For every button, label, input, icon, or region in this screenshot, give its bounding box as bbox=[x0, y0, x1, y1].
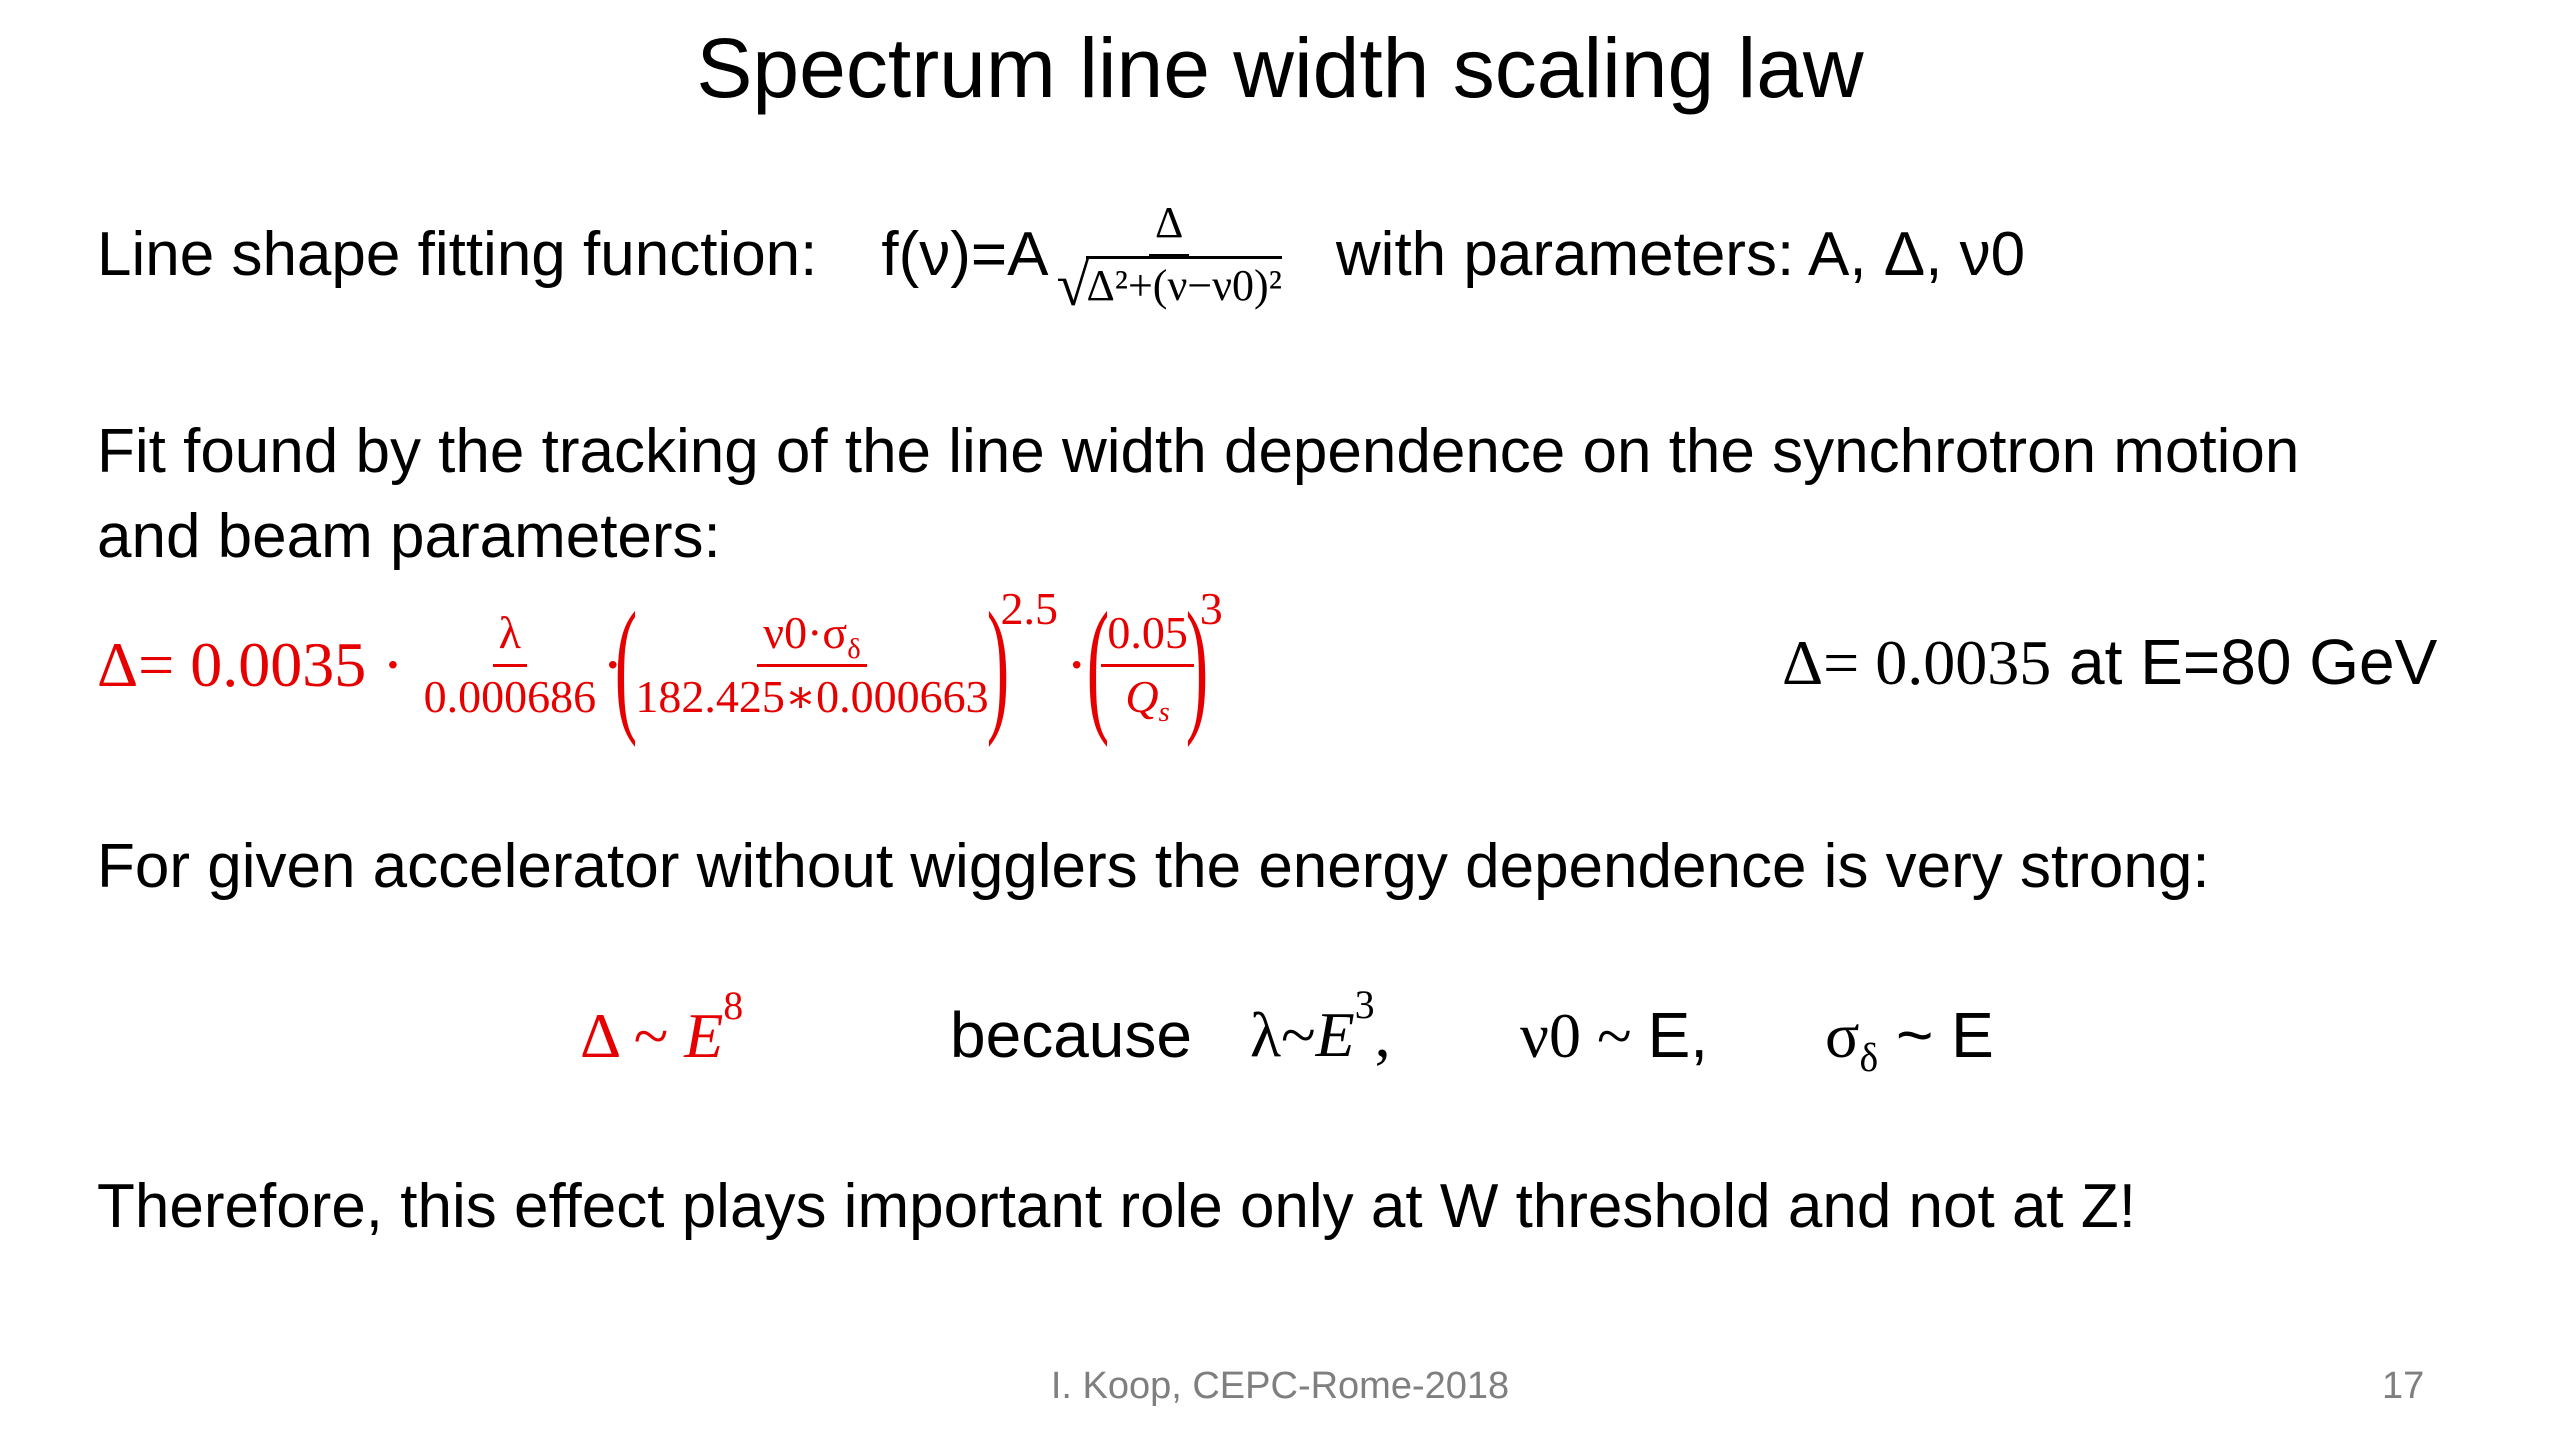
sigma-subscript-delta: δ bbox=[1859, 1035, 1879, 1080]
lambda-denominator: 0.000686 bbox=[423, 670, 597, 722]
synchrotron-denominator: 182.425∗0.000663 bbox=[635, 670, 989, 722]
sigma-symbol: σ bbox=[1825, 1000, 1860, 1071]
delta-scaling-text: Δ ~ bbox=[580, 1000, 685, 1071]
dot-operator: · bbox=[602, 629, 624, 700]
slide-footer: I. Koop, CEPC-Rome-2018 bbox=[1050, 1365, 1510, 1407]
reference-delta: Δ= 0.0035 bbox=[1782, 627, 2052, 698]
delta-scaling-exp: 8 bbox=[723, 984, 744, 1029]
slide-title: Spectrum line width scaling law bbox=[696, 21, 1864, 115]
fitting-parameters: with parameters: A, Δ, ν0 bbox=[1335, 219, 2026, 289]
open-paren: ( bbox=[615, 582, 638, 748]
paragraph-line-2: and beam parameters: bbox=[97, 502, 721, 571]
sqrt-symbol: √ bbox=[1056, 252, 1090, 319]
fitting-function-label: Line shape fitting function: bbox=[97, 219, 818, 289]
qs-subscript: s bbox=[1158, 697, 1170, 729]
fitting-function-lhs: f(ν)=A bbox=[881, 219, 1049, 289]
nu-scaling-text: ν0 ~ bbox=[1520, 1000, 1648, 1071]
fitting-function-fraction: Δ √ Δ²+(ν−ν0)² bbox=[1050, 199, 1287, 315]
dot-operator-2: · bbox=[1066, 629, 1088, 700]
because-word: because bbox=[950, 999, 1192, 1071]
nu-scaling-tail: E, bbox=[1647, 999, 1709, 1071]
energy-dependence-text: For given accelerator without wigglers t… bbox=[97, 832, 2210, 901]
open-paren-2: ( bbox=[1087, 582, 1110, 748]
delta-scaling: Δ ~ E8 bbox=[580, 984, 743, 1071]
close-paren: ) bbox=[986, 582, 1009, 748]
qs-denominator: Qs bbox=[1119, 667, 1175, 728]
close-paren-2: ) bbox=[1185, 582, 1209, 748]
exponent-2-5: 2.5 bbox=[1000, 583, 1059, 634]
conclusion-text: Therefore, this effect plays important r… bbox=[97, 1172, 2136, 1241]
lambda-scaling: λ~E3, bbox=[1250, 983, 1391, 1088]
lambda-scaling-exp: 3 bbox=[1354, 983, 1375, 1028]
lambda-numerator: λ bbox=[492, 608, 527, 667]
qs-numerator: 0.05 bbox=[1101, 608, 1194, 667]
reference-energy: at E=80 GeV bbox=[2051, 626, 2438, 698]
synchrotron-numerator: ν0·σδ bbox=[757, 607, 867, 667]
lambda-scaling-var: E bbox=[1315, 999, 1355, 1070]
lambda-scaling-text: λ~ bbox=[1250, 999, 1316, 1070]
sigma-scaling: σδ ~ E bbox=[1825, 990, 1994, 1089]
reference-value: Δ= 0.0035 at E=80 GeV bbox=[1782, 625, 2437, 700]
delta-scaling-var: E bbox=[684, 1000, 724, 1071]
fitting-function-line: Line shape fitting function: f(ν)=A Δ √ … bbox=[97, 199, 2026, 315]
fitting-function-formula: f(ν)=A Δ √ Δ²+(ν−ν0)² bbox=[881, 199, 1288, 315]
line-width-formula: Δ= 0.0035 · λ 0.000686 · ( ν0·σδ 182.425… bbox=[97, 582, 1223, 748]
exponent-3: 3 bbox=[1199, 583, 1223, 634]
synchrotron-numerator-text: ν0·σ bbox=[763, 607, 848, 659]
sigma-scaling-tail: ~ E bbox=[1878, 999, 1994, 1071]
sigma-subscript: δ bbox=[847, 634, 861, 666]
lambda-scaling-comma: , bbox=[1374, 999, 1391, 1070]
synchrotron-fraction: ν0·σδ 182.425∗0.000663 bbox=[629, 609, 994, 721]
fraction-denominator: √ Δ²+(ν−ν0)² bbox=[1050, 255, 1287, 315]
formula-lhs: Δ= 0.0035 · bbox=[97, 629, 404, 700]
paragraph-line-1: Fit found by the tracking of the line wi… bbox=[97, 417, 2300, 486]
lambda-fraction: λ 0.000686 bbox=[418, 608, 603, 722]
qs-symbol: Q bbox=[1125, 670, 1159, 722]
sqrt-expression: √ Δ²+(ν−ν0)² bbox=[1056, 255, 1282, 315]
qs-fraction: 0.05 Qs bbox=[1101, 608, 1194, 728]
scaling-lhs: Δ ~ E8 bbox=[580, 984, 743, 1089]
sqrt-radicand: Δ²+(ν−ν0)² bbox=[1086, 256, 1282, 311]
fraction-numerator: Δ bbox=[1149, 199, 1190, 258]
page-number: 17 bbox=[2382, 1365, 2425, 1407]
nu-scaling: ν0 ~ E, bbox=[1520, 990, 1708, 1081]
